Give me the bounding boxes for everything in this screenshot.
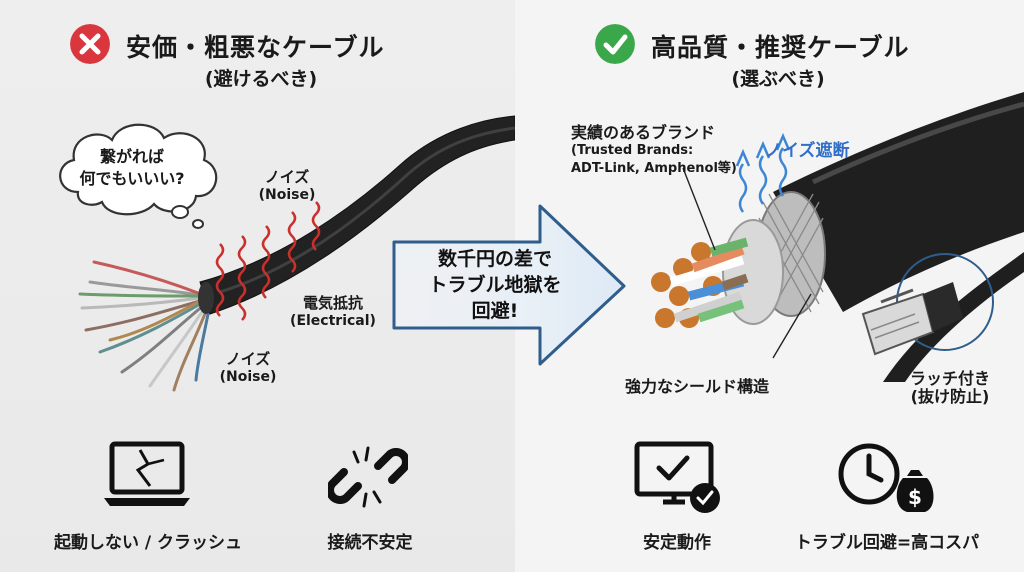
noise-label-bottom: ノイズ (Noise) — [208, 350, 288, 386]
cloud-text-line-1: 繋がれば — [99, 147, 164, 166]
resistance-label: 電気抵抗 (Electrical) — [278, 294, 388, 330]
arrow-text-line-2: トラブル地獄を — [428, 274, 562, 296]
caption-crash: 起動しない / クラッシュ — [53, 533, 243, 553]
bad-cable-title: 安価・粗悪なケーブル — [126, 33, 385, 62]
resistance-label-jp: 電気抵抗 — [302, 294, 363, 312]
cloud-text: 繋がれば 何でもいいい? — [72, 146, 192, 190]
cross-icon — [70, 24, 110, 64]
noise-label-bottom-jp: ノイズ — [225, 350, 271, 368]
cheap-cable-illustration — [78, 115, 515, 392]
caption-unstable: 接続不安定 — [327, 533, 413, 553]
cloud-text-line-2: 何でもいいい? — [79, 169, 185, 188]
bad-cable-subtitle: (避けるべき) — [204, 68, 318, 90]
arrow-text: 数千円の差で トラブル地獄を 回避! — [410, 246, 580, 324]
arrow-text-line-1: 数千円の差で — [437, 248, 552, 270]
broken-laptop-icon — [104, 441, 190, 506]
broken-link-icon — [328, 446, 408, 508]
comparison-arrow — [392, 204, 626, 366]
good-cable-panel — [515, 0, 1024, 572]
noise-label-top-en: (Noise) — [258, 187, 316, 203]
resistance-label-en: (Electrical) — [290, 313, 376, 329]
arrow-text-line-3: 回避! — [471, 300, 519, 322]
thought-cloud — [59, 123, 218, 229]
frayed-wires — [78, 260, 212, 392]
noise-label-top-jp: ノイズ — [264, 168, 310, 186]
noise-squiggles — [215, 201, 321, 321]
noise-label-bottom-en: (Noise) — [219, 369, 277, 385]
noise-label-top: ノイズ (Noise) — [242, 168, 332, 204]
